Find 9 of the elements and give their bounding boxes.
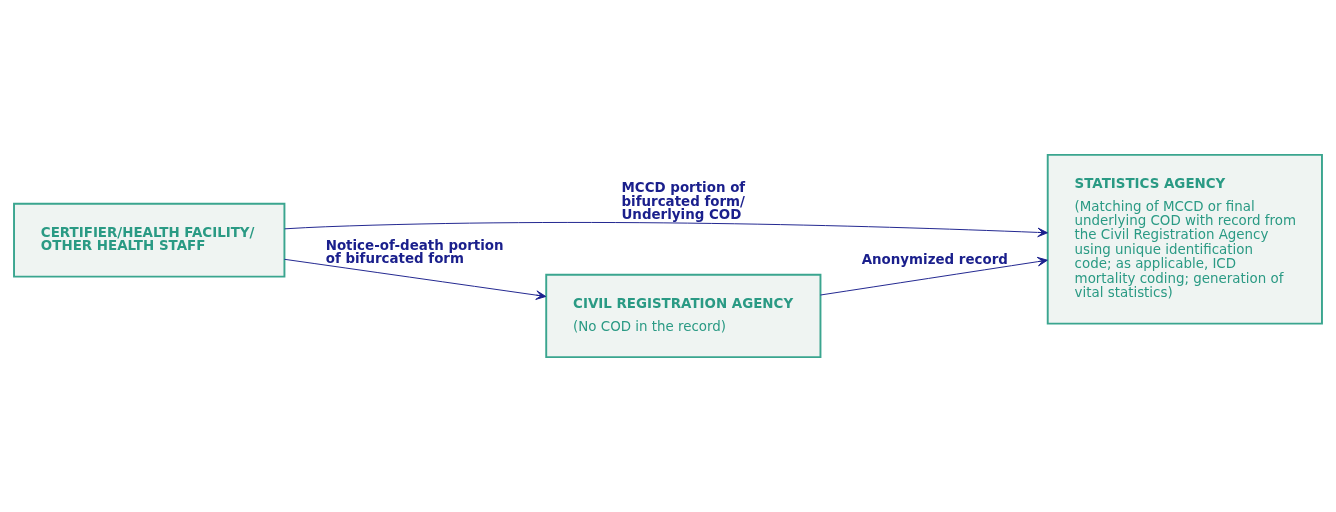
node-box: STATISTICS AGENCY (Matching of MCCD or final underlying COD with record from the Civil Registration Agency using unique identification code; as applicable, ICD mortality coding; generation of vital statistics) [1046, 153, 1323, 325]
arrow [284, 258, 547, 300]
node-box: CERTIFIER/HEALTH FACILITY/ OTHER HEALTH STAFF [13, 202, 286, 278]
node-box: CIVIL REGISTRATION AGENCY (No COD in the record) [545, 273, 822, 359]
arrow [820, 256, 1048, 296]
edge-label: Anonymized record [861, 252, 1008, 268]
arrow [284, 221, 1048, 238]
edge-label: Notice-of-death portion of bifurcated form [325, 237, 504, 267]
edge-label: MCCD portion of bifurcated form/ Underlying COD [621, 180, 746, 223]
